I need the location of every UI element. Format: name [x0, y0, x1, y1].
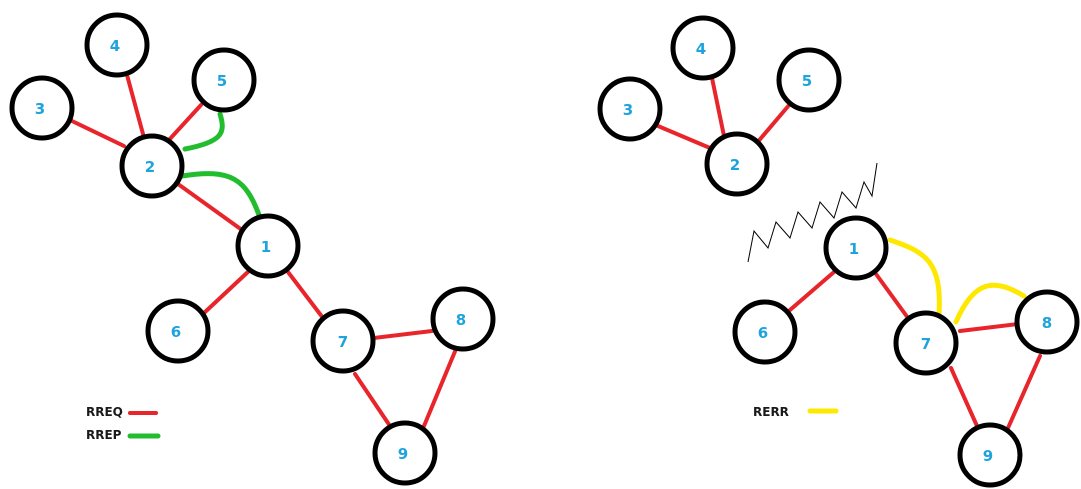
edge-3-2 [70, 119, 126, 148]
node-label: 7 [921, 335, 931, 353]
legend-label-rreq: RREQ [86, 405, 123, 419]
edge-4-2 [710, 76, 726, 138]
right-rerr-paths [887, 237, 1027, 325]
left-rrep-paths [179, 111, 262, 218]
edge-5-2 [754, 102, 792, 146]
node-6[interactable]: 6 [732, 299, 798, 365]
node-label: 8 [456, 311, 466, 329]
node-5[interactable]: 5 [776, 47, 842, 113]
node-label: 6 [171, 323, 181, 341]
node-2[interactable]: 2 [704, 131, 770, 197]
right-legend: RERR [753, 405, 839, 419]
node-3[interactable]: 3 [9, 75, 75, 141]
node-label: 1 [261, 238, 271, 256]
node-label: 9 [398, 445, 408, 463]
zigzag-break-icon [747, 162, 878, 263]
node-7[interactable]: 7 [310, 308, 376, 374]
node-label: 7 [338, 333, 348, 351]
right-rreq-edges [656, 76, 1042, 430]
node-label: 3 [35, 100, 45, 118]
left-rreq-edges [70, 73, 458, 428]
rerr-8-7 [953, 282, 1027, 325]
node-7[interactable]: 7 [893, 310, 959, 376]
edge-5-2 [166, 103, 203, 143]
node-label: 2 [730, 156, 740, 174]
node-6[interactable]: 6 [145, 298, 211, 364]
left-legend: RREQ RREP [86, 405, 161, 442]
node-1[interactable]: 1 [235, 213, 301, 279]
legend-label-rerr: RERR [753, 405, 789, 419]
left-graph: 1 2 3 4 5 6 7 8 9 RREQ RREP [9, 12, 496, 486]
rrep-5-2 [182, 111, 225, 152]
node-8[interactable]: 8 [1014, 289, 1080, 355]
node-8[interactable]: 8 [430, 286, 496, 352]
node-label: 3 [623, 101, 633, 119]
node-label: 8 [1042, 314, 1052, 332]
node-2[interactable]: 2 [119, 133, 185, 199]
edge-4-2 [125, 73, 145, 136]
edge-1-6 [202, 268, 252, 315]
node-label: 9 [983, 447, 993, 465]
rerr-7-1 [887, 237, 942, 317]
node-label: 5 [217, 72, 227, 90]
node-3[interactable]: 3 [597, 76, 663, 142]
edge-8-9 [1006, 354, 1042, 430]
node-label: 5 [802, 72, 812, 90]
edge-7-8 [958, 322, 1020, 333]
edge-7-9 [949, 366, 979, 428]
edge-2-1 [176, 182, 244, 232]
edge-1-6 [788, 270, 836, 312]
node-4[interactable]: 4 [84, 12, 150, 78]
node-9[interactable]: 9 [372, 420, 438, 486]
edge-8-9 [422, 347, 458, 428]
edge-3-2 [656, 124, 712, 150]
edge-7-9 [353, 372, 392, 428]
edge-1-7 [874, 272, 910, 320]
node-label: 1 [849, 240, 859, 258]
edge-1-7 [286, 270, 325, 320]
node-label: 4 [696, 40, 706, 58]
node-9[interactable]: 9 [957, 422, 1023, 488]
node-label: 2 [145, 158, 155, 176]
edge-7-8 [372, 329, 434, 340]
node-label: 6 [758, 324, 768, 342]
rrep-1-2 [179, 171, 262, 218]
node-label: 4 [110, 37, 120, 55]
node-5[interactable]: 5 [191, 47, 257, 113]
node-4[interactable]: 4 [670, 15, 736, 81]
node-1[interactable]: 1 [823, 215, 889, 281]
legend-label-rrep: RREP [86, 428, 122, 442]
right-graph: 1 2 3 4 5 6 7 8 9 RERR [597, 15, 1080, 488]
